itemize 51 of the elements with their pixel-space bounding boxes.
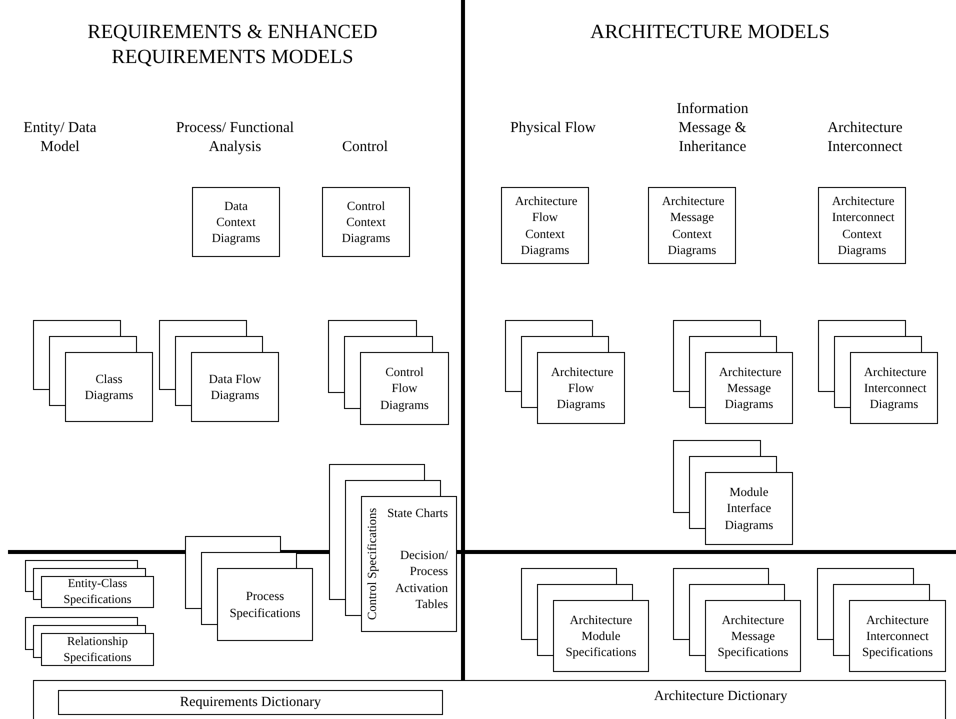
column-heading: Physical Flow [509,119,597,138]
box-label: Control Flow Diagrams [379,364,430,413]
document-box [818,187,906,264]
box-label: Architecture Message Context Diagrams [662,193,722,258]
box-label: Module Interface Diagrams [724,484,774,533]
box-label: Class Diagrams [84,370,134,404]
box-label: Data Flow Diagrams [208,370,262,404]
stacked-document-box [328,320,449,425]
column-heading: Control [341,138,389,157]
vertical-label: Control Specifications [365,506,380,622]
stacked-document-box [329,464,457,632]
box-label: Architecture Message Specifications [716,612,790,660]
box-label: Requirements Dictionary [180,694,322,710]
box-label: Architecture Flow Context Diagrams [515,193,575,258]
box-label: Architecture Flow Diagrams [551,364,611,412]
stacked-document-box [673,320,793,424]
box-label: Architecture Interconnect Context Diagrams [832,193,892,258]
box-label: Architecture Message Diagrams [719,364,779,412]
box-label: Relationship Specifications [62,634,132,666]
box-label: Process Specifications [228,588,302,621]
stacked-document-box [521,568,649,672]
box-label: Control Context Diagrams [340,198,392,246]
stacked-document-box [818,320,938,424]
box-label: Architecture Module Specifications [564,612,638,660]
stacked-document-box [25,560,154,608]
box-label: Entity-Class Specifications [62,576,132,608]
stacked-document-box [673,568,801,672]
box-label: Architecture Interconnect Diagrams [864,364,924,412]
document-box [501,187,589,264]
section-heading: ARCHITECTURE MODELS [589,20,831,45]
document-box [648,187,736,264]
stacked-document-box [159,320,279,422]
box-label: Data Context Diagrams [210,198,262,246]
document-box [192,187,280,257]
box-label: Architecture Interconnect Specifications [861,612,934,660]
box-label: State Charts [387,505,448,522]
box-label: Decision/ Process Activation Tables [394,547,448,612]
column-heading: Information Message & Inheritance [676,100,750,156]
stacked-document-box [505,320,625,424]
section-heading: REQUIREMENTS & ENHANCED REQUIREMENTS MODELS [86,20,378,70]
column-heading: Architecture Interconnect [826,119,904,156]
document-box [322,187,410,257]
box-label: Architecture Dictionary [654,689,788,705]
column-heading: Process/ Functional Analysis [175,119,295,156]
stacked-document-box [33,320,153,422]
stacked-document-box [817,568,946,672]
stacked-document-box [185,536,313,641]
stacked-document-box [673,440,793,545]
column-heading: Entity/ Data Model [22,119,98,156]
dictionary-box [58,690,443,715]
stacked-document-box [25,617,154,666]
